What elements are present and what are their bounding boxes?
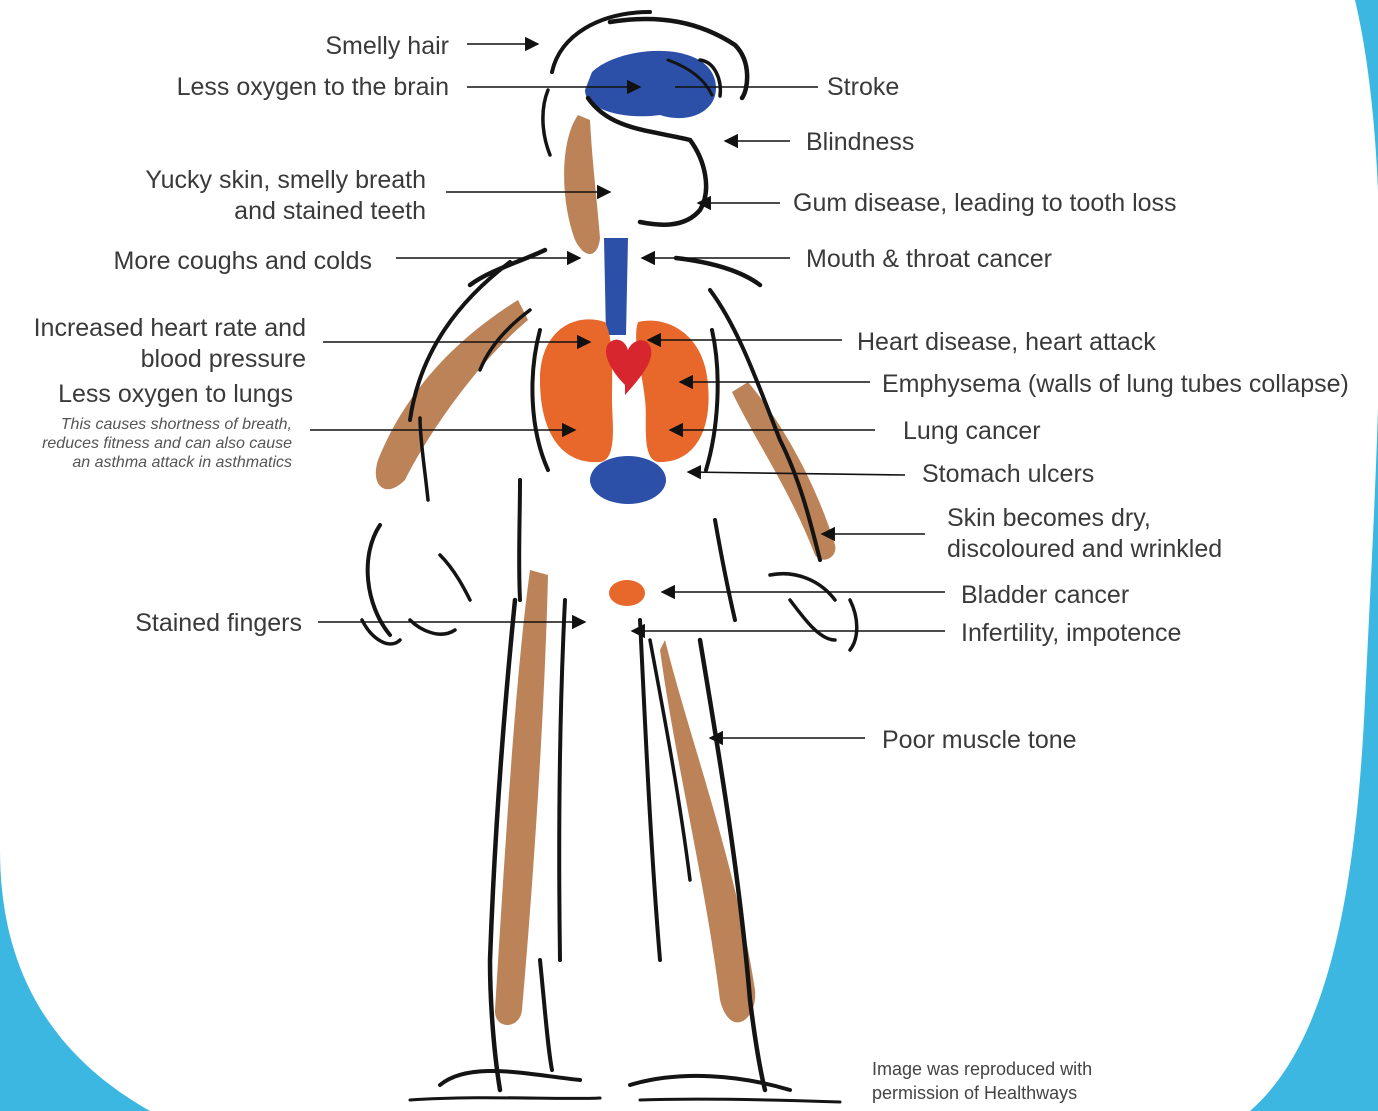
label-less-oxygen-brain: Less oxygen to the brain [177,72,449,103]
label-bladder-cancer: Bladder cancer [961,580,1129,611]
label-lung-cancer: Lung cancer [903,416,1041,447]
label-infertility: Infertility, impotence [961,618,1181,649]
label-less-oxygen-lungs: Less oxygen to lungs [58,379,293,410]
label-stained-fingers: Stained fingers [135,608,302,639]
label-emphysema: Emphysema (walls of lung tubes collapse) [882,369,1349,400]
label-yucky-skin-2: and stained teeth [234,196,426,227]
label-yucky-skin-1: Yucky skin, smelly breath [145,165,426,196]
label-skin-dry-1: Skin becomes dry, [947,503,1151,534]
upper-left-arm-skin [376,300,528,489]
note-lungs-3: an asthma attack in asthmatics [72,453,292,472]
label-stroke: Stroke [827,72,899,103]
label-skin-dry-2: discoloured and wrinkled [947,534,1222,565]
credit-line-1: Image was reproduced with [872,1057,1092,1081]
credit-line-2: permission of Healthways [872,1081,1077,1105]
label-poor-muscle-tone: Poor muscle tone [882,725,1077,756]
label-gum-disease: Gum disease, leading to tooth loss [793,188,1177,219]
label-heart-disease: Heart disease, heart attack [857,327,1156,358]
label-heart-rate-1: Increased heart rate and [34,313,306,344]
label-coughs-colds: More coughs and colds [114,246,372,277]
bladder [609,580,645,606]
stomach [590,456,666,504]
label-mouth-throat-cancer: Mouth & throat cancer [806,244,1052,275]
face-skin-patch [564,115,600,254]
note-lungs-1: This causes shortness of breath, [61,415,292,434]
label-heart-rate-2: blood pressure [141,344,306,375]
body-outline [362,12,857,1102]
label-stomach-ulcers: Stomach ulcers [922,459,1094,490]
windpipe [604,238,628,335]
organs [540,51,716,606]
upper-right-arm-skin [732,382,835,560]
note-lungs-2: reduces fitness and can also cause [42,434,292,453]
left-leg-skin [495,570,548,1025]
label-blindness: Blindness [806,127,914,158]
left-lung [540,319,613,462]
brain [585,51,716,118]
right-lung [636,321,708,462]
label-smelly-hair: Smelly hair [325,31,449,62]
